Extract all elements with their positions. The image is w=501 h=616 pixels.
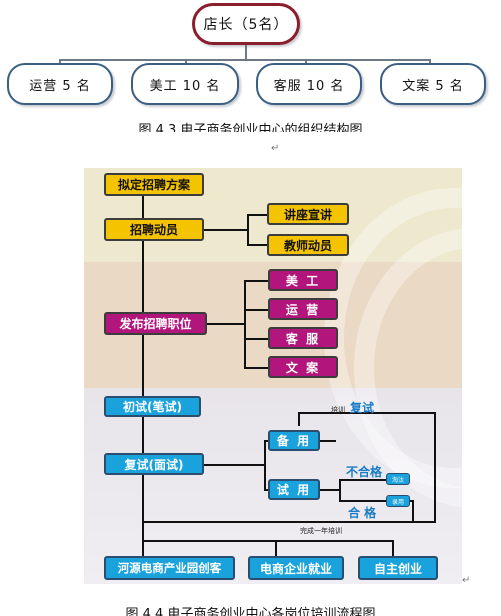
step-label: 自主创业	[373, 561, 422, 576]
step-label: 运 营	[285, 302, 321, 317]
step-label: 电商企业就业	[259, 561, 332, 576]
step-label: 教师动员	[283, 238, 332, 253]
flow-connector	[264, 440, 268, 442]
org-connector	[245, 45, 247, 60]
org-child-label: 运营 5 名	[29, 78, 91, 94]
method-lecture: 讲座宣讲	[267, 203, 349, 225]
flow-connector	[247, 244, 267, 246]
step-written-test: 初试(笔试)	[104, 396, 201, 417]
status-backup: 备 用	[268, 430, 320, 451]
org-child-label: 客服 10 名	[273, 78, 345, 94]
flow-connector	[264, 489, 268, 491]
flow-connector	[264, 440, 266, 490]
figure-caption-4-4: 图 4.4 电子商务创业中心各岗位培训流程图	[0, 603, 501, 616]
flow-connector	[204, 464, 264, 466]
step-interview: 复试(面试)	[104, 453, 204, 475]
flow-connector	[339, 479, 341, 501]
org-connector	[59, 59, 61, 65]
flow-connector	[434, 412, 436, 522]
caption-text: 图 4.4 电子商务创业中心各岗位培训流程图	[125, 607, 376, 616]
org-child-label: 文案 5 名	[402, 78, 464, 94]
outcome-self-employment: 自主创业	[358, 556, 438, 580]
org-child-node: 美工 10 名	[131, 63, 239, 105]
step-label: 试 用	[276, 483, 312, 497]
step-label: 文 案	[285, 360, 321, 375]
flow-connector	[142, 196, 144, 219]
position-operations: 运 营	[268, 298, 338, 320]
org-child-node: 文案 5 名	[380, 63, 486, 105]
position-copywriting: 文 案	[268, 356, 338, 378]
flow-connector	[320, 440, 336, 442]
step-plan-recruitment: 拟定招聘方案	[104, 173, 204, 196]
step-label: 备 用	[276, 434, 312, 448]
org-child-node: 运营 5 名	[7, 63, 113, 105]
step-label: 淘汰	[391, 476, 404, 484]
label-one-year-training: 完成一年培训	[300, 527, 342, 535]
paragraph-mark: ↵	[271, 143, 280, 154]
flow-connector	[244, 280, 268, 282]
step-label: 讲座宣讲	[283, 207, 332, 222]
outcome-ecommerce-job: 电商企业就业	[248, 556, 344, 580]
flow-connector	[244, 309, 268, 311]
position-customer-service: 客 服	[268, 327, 338, 349]
step-label: 客 服	[285, 331, 321, 346]
label-retest: 复试	[350, 401, 375, 415]
flow-connector	[244, 338, 268, 340]
org-connector	[185, 59, 187, 65]
caption-text: 图 4.3 电子商务创业中心的组织结构图	[138, 123, 363, 132]
step-label: 发布招聘职位	[119, 317, 192, 331]
flow-connector	[247, 214, 249, 245]
figure-caption-4-3: 图 4.3 电子商务创业中心的组织结构图	[0, 120, 501, 132]
org-child-node: 客服 10 名	[256, 63, 362, 105]
label-training: 培训	[331, 406, 345, 414]
step-label: 录用	[391, 498, 404, 506]
step-label: 招聘动员	[129, 223, 178, 237]
flow-connector	[298, 412, 435, 414]
step-publish-positions: 发布招聘职位	[104, 312, 207, 335]
step-label: 复试(面试)	[124, 457, 184, 472]
flow-connector	[244, 367, 268, 369]
flow-chart: 拟定招聘方案 招聘动员 讲座宣讲 教师动员 发布招聘职位 美 工 运 营 客 服…	[84, 168, 462, 584]
step-label: 河源电商产业园创客	[117, 561, 222, 575]
step-label: 拟定招聘方案	[117, 178, 190, 192]
org-root-node: 店长（5名）	[192, 3, 300, 45]
paragraph-mark: ↵	[462, 575, 471, 586]
flow-connector	[142, 417, 144, 453]
flow-connector	[207, 323, 245, 325]
position-art: 美 工	[268, 269, 338, 291]
step-label: 初试(笔试)	[123, 400, 182, 414]
outcome-industrial-park: 河源电商产业园创客	[104, 556, 235, 580]
flow-connector	[244, 280, 246, 368]
flow-connector	[142, 332, 144, 396]
label-pass: 合 格	[348, 506, 377, 520]
flow-connector	[204, 229, 248, 231]
method-teacher: 教师动员	[267, 234, 349, 256]
result-eliminate: 淘汰	[386, 473, 410, 485]
org-root-label: 店长（5名）	[203, 17, 289, 33]
flow-connector	[392, 540, 394, 556]
status-trial: 试 用	[268, 479, 320, 500]
flow-connector	[142, 240, 144, 312]
step-label: 美 工	[285, 273, 321, 288]
step-recruitment-mobilization: 招聘动员	[104, 218, 204, 241]
label-fail: 不合格	[346, 465, 383, 479]
org-connector	[59, 59, 430, 61]
flow-connector	[412, 500, 414, 522]
org-child-label: 美工 10 名	[149, 78, 221, 94]
org-connector	[429, 59, 431, 65]
flow-connector	[142, 475, 144, 557]
flow-connector	[339, 500, 386, 502]
flow-connector	[142, 540, 144, 556]
flow-connector	[142, 521, 436, 523]
flow-connector	[320, 489, 340, 491]
result-hire: 录用	[386, 495, 410, 507]
org-connector	[305, 59, 307, 65]
flow-connector	[275, 540, 277, 556]
flow-connector	[339, 479, 386, 481]
flow-connector	[298, 412, 300, 426]
flow-connector	[142, 540, 393, 542]
flow-connector	[247, 214, 267, 216]
